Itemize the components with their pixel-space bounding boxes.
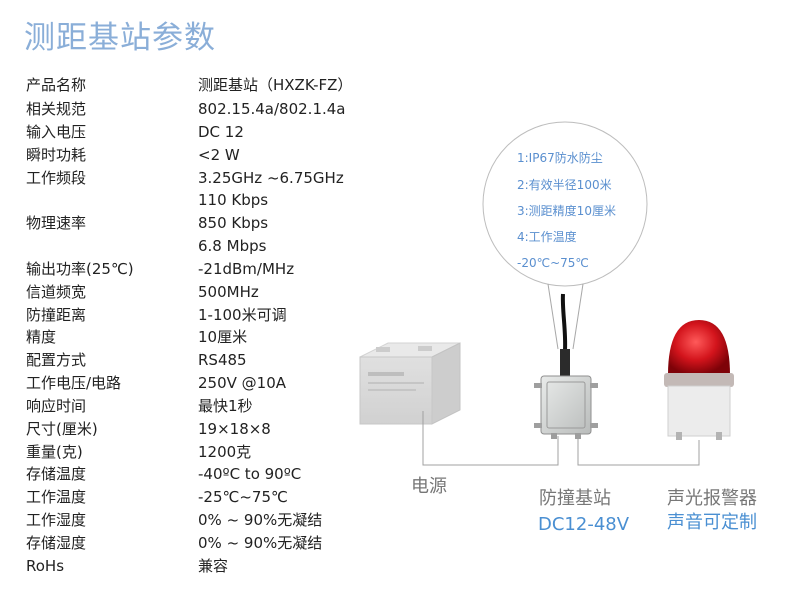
alarm-note-caption: 声音可定制 [667, 512, 757, 533]
page-title: 测距基站参数 [24, 20, 216, 56]
spec-label: 信道频宽 [26, 283, 87, 301]
connection-lines [422, 411, 700, 466]
spec-value: 19×18×8 [198, 420, 271, 438]
battery-image [359, 342, 461, 425]
spec-label: 配置方式 [26, 351, 87, 369]
feature-text: 2:有效半径100米 [517, 177, 612, 192]
spec-value: 0% ~ 90%无凝结 [198, 511, 323, 529]
spec-value: 0% ~ 90%无凝结 [198, 534, 323, 552]
station-voltage-caption: DC12-48V [538, 514, 630, 535]
spec-value: 802.15.4a/802.1.4a [198, 100, 346, 118]
spec-label: 工作电压/电路 [26, 374, 122, 392]
spec-value: 1-100米可调 [198, 306, 287, 324]
feature-text: -20℃~75℃ [517, 256, 589, 270]
spec-label: 重量(克) [26, 443, 83, 461]
spec-value: 1200克 [198, 443, 252, 461]
station-caption: 防撞基站 [539, 488, 611, 509]
spec-label: 精度 [26, 328, 57, 346]
spec-value: 10厘米 [198, 328, 248, 346]
spec-label: 响应时间 [26, 397, 87, 415]
power-caption: 电源 [411, 476, 447, 497]
spec-label: 输入电压 [26, 123, 87, 141]
spec-label: 产品名称 [26, 76, 87, 94]
feature-bubble: 1:IP67防水防尘 2:有效半径100米 3:测距精度10厘米 4:工作温度 … [482, 121, 648, 350]
feature-text: 4:工作温度 [517, 229, 577, 244]
feature-text: 1:IP67防水防尘 [517, 150, 603, 165]
spec-value: 110 Kbps [198, 191, 269, 209]
spec-value: 兼容 [198, 557, 229, 575]
spec-label: 工作湿度 [26, 511, 87, 529]
spec-value: 6.8 Mbps [198, 237, 267, 255]
spec-label: 存储湿度 [26, 534, 87, 552]
spec-value: <2 W [198, 146, 240, 164]
spec-value: 250V @10A [198, 374, 287, 392]
spec-label: 瞬时功耗 [26, 146, 87, 164]
spec-value: RS485 [198, 351, 247, 369]
spec-label: 工作频段 [26, 169, 87, 187]
spec-label: 存储温度 [26, 465, 87, 483]
spec-label: 工作温度 [26, 488, 87, 506]
spec-value: -21dBm/MHz [198, 260, 295, 278]
alarm-light-image [664, 320, 734, 440]
base-station-image [534, 293, 598, 439]
feature-text: 3:测距精度10厘米 [517, 203, 616, 218]
spec-value: -40ºC to 90ºC [198, 465, 302, 483]
spec-label: RoHs [26, 557, 65, 575]
spec-value: 测距基站（HXZK-FZ） [198, 76, 353, 94]
spec-value: 最快1秒 [198, 397, 253, 415]
spec-value: 850 Kbps [198, 214, 269, 232]
spec-label: 相关规范 [26, 100, 87, 118]
spec-value: 3.25GHz ~6.75GHz [198, 169, 344, 187]
spec-label: 尺寸(厘米) [26, 420, 98, 438]
spec-value: 500MHz [198, 283, 259, 301]
alarm-caption: 声光报警器 [667, 488, 757, 509]
spec-value: DC 12 [198, 123, 244, 141]
spec-value: -25℃~75℃ [198, 488, 288, 506]
spec-label: 物理速率 [26, 214, 87, 232]
spec-label: 输出功率(25℃) [26, 260, 134, 278]
spec-label: 防撞距离 [26, 306, 87, 324]
